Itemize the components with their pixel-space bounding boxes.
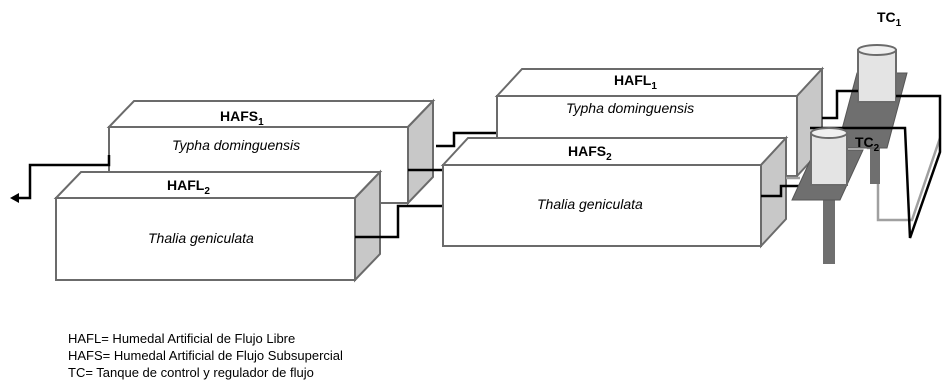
wetland-box-hafl2: HAFL2 Thalia geniculata [53, 169, 383, 283]
tank-tc2: TC2 [791, 127, 880, 264]
pipe-hafs2-hafl2 [355, 204, 443, 239]
pipe-tc2-hafs2 [761, 184, 800, 198]
wetland-box-hafs2: HAFS2 Thalia geniculata [440, 135, 789, 249]
hafl1-top [494, 68, 825, 97]
tc1-tank-rim [857, 44, 897, 56]
tc1-return-pipe-dark [810, 94, 942, 239]
outlet-arrow-icon [10, 193, 19, 203]
hafs1-species: Typha dominguensis [172, 137, 300, 153]
tc2-label: TC2 [855, 134, 880, 154]
legend-item-hafl: HAFL= Humedal Artificial de Flujo Libre [68, 331, 296, 346]
hafl2-label: HAFL2 [167, 177, 210, 197]
hafs1-top [106, 100, 436, 128]
tc1-tank-body [857, 49, 897, 103]
hafl2-front [55, 197, 356, 281]
hafs2-top [440, 137, 789, 166]
hafs1-label: HAFS1 [220, 108, 264, 128]
hafs2-label: HAFS2 [568, 143, 612, 163]
legend-item-hafs: HAFS= Humedal Artificial de Flujo Subsup… [68, 348, 343, 363]
hafs2-front [442, 164, 762, 247]
outlet-pipe [16, 155, 111, 200]
hafl2-top [53, 171, 383, 199]
tc2-tank-rim [810, 127, 848, 139]
tc1-outlet-pipe-dark [822, 89, 858, 120]
tc1-label: TC1 [877, 9, 902, 29]
hafl1-label: HAFL1 [614, 72, 657, 92]
pipe-hafs1-hafl1 [436, 131, 500, 148]
tc2-tank-body [810, 132, 848, 186]
tc2-stand [823, 196, 835, 264]
legend: HAFL= Humedal Artificial de Flujo Libre … [68, 330, 343, 381]
hafl2-species: Thalia geniculata [148, 230, 254, 246]
legend-item-tc: TC= Tanque de control y regulador de flu… [68, 365, 314, 380]
hafl1-species: Typha dominguensis [566, 100, 694, 116]
hafs2-species: Thalia geniculata [537, 196, 643, 212]
